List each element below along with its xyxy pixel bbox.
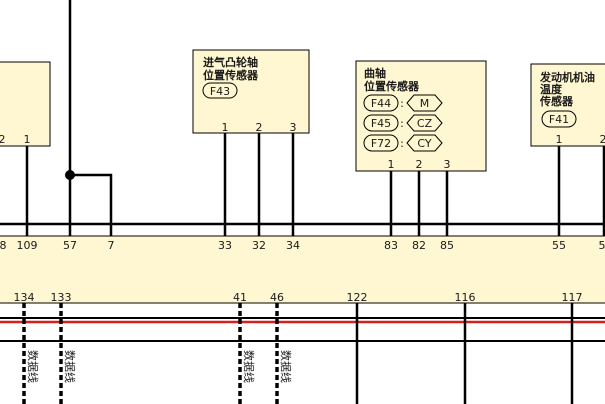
crankshaft-pin-1: 1 [388, 158, 395, 171]
ecu-pin-33: 33 [218, 239, 232, 252]
oil-temp-sensor-title-3: 传感器 [539, 94, 574, 108]
ecu-pin-46: 46 [270, 291, 284, 304]
ecu-pin-109: 109 [17, 239, 38, 252]
crankshaft-connector-badge-f45 [363, 114, 399, 132]
crankshaft-connector-code-f44: F44 [371, 97, 391, 110]
wire-7-branch [70, 173, 113, 236]
crankshaft-connector-tag-box-m [406, 94, 443, 112]
splice-dot [65, 170, 75, 180]
data-line-41: 数据线 [238, 303, 256, 404]
ecu-pin-57: 57 [63, 239, 77, 252]
crankshaft-connector-tag-box-cz [406, 114, 443, 132]
camshaft-pin-1: 1 [222, 121, 229, 134]
camshaft-pin-3: 3 [290, 121, 297, 134]
oil-temp-connector-badge [541, 110, 577, 128]
left-pin-2: 2 [0, 133, 6, 146]
crankshaft-connector-badge-f44 [363, 94, 399, 112]
data-line-134: 数据线 [22, 303, 40, 404]
crankshaft-connector-sep-f44: : [400, 97, 404, 110]
camshaft-connector-badge [202, 82, 238, 99]
data-line-133: 数据线 [59, 303, 77, 404]
ecu-pin-82: 82 [412, 239, 426, 252]
oil-temp-pin-2: 2 [600, 133, 605, 146]
crankshaft-sensor-title-2: 位置传感器 [364, 79, 420, 93]
crankshaft-sensor-title-1: 曲轴 [364, 66, 386, 80]
ecu-pin-34: 34 [286, 239, 300, 252]
crankshaft-pin-2: 2 [416, 158, 423, 171]
oil-temp-sensor-title-1: 发动机机油 [539, 70, 595, 84]
oil-temp-pin-1: 1 [556, 133, 563, 146]
camshaft-pin-2: 2 [256, 121, 263, 134]
crankshaft-connector-tag-box-cy [406, 134, 443, 152]
data-line-label-41: 数据线 [242, 350, 256, 383]
ecu-pin-32: 32 [252, 239, 266, 252]
data-line-label-133: 数据线 [63, 350, 77, 383]
data-line-46: 数据线 [275, 303, 293, 404]
ecu-pin-83: 83 [384, 239, 398, 252]
ecu-pin-116: 116 [455, 291, 476, 304]
crankshaft-connector-tag-cy: CY [417, 137, 431, 150]
ecu-pin-41: 41 [233, 291, 247, 304]
ecu-pin-134: 134 [14, 291, 35, 304]
crankshaft-connector-badge-f72 [363, 134, 399, 152]
camshaft-connector-code: F43 [210, 85, 230, 98]
crankshaft-connector-sep-f45: : [400, 117, 404, 130]
oil-temp-sensor-title-2: 温度 [540, 82, 563, 96]
data-line-label-46: 数据线 [279, 350, 293, 383]
ecu-pin-55: 55 [552, 239, 566, 252]
crankshaft-connector-tag-cz: CZ [417, 117, 433, 130]
camshaft-sensor-title-2: 位置传感器 [203, 68, 259, 82]
ecu-pin-85: 85 [440, 239, 454, 252]
left-pin-1: 1 [24, 133, 31, 146]
ecu-pin-8: 8 [0, 239, 7, 252]
left-component-box [0, 61, 51, 147]
crankshaft-connector-code-f45: F45 [371, 117, 391, 130]
oil-temp-connector-code: F41 [549, 113, 569, 126]
crankshaft-connector-sep-f72: : [400, 137, 404, 150]
crankshaft-connector-code-f72: F72 [371, 137, 391, 150]
ecu-pin-122: 122 [347, 291, 368, 304]
ecu-module-band [0, 236, 605, 303]
crankshaft-connector-tag-m: M [420, 97, 430, 110]
ecu-pin-5x: 5 [599, 239, 605, 252]
camshaft-sensor-title-1: 进气凸轮轴 [203, 55, 258, 69]
data-line-label-134: 数据线 [26, 350, 40, 383]
crankshaft-pin-3: 3 [444, 158, 451, 171]
ecu-pin-7: 7 [108, 239, 115, 252]
ecu-pin-117: 117 [562, 291, 583, 304]
oil-temp-sensor-box [530, 63, 605, 147]
ecu-pin-133: 133 [51, 291, 72, 304]
